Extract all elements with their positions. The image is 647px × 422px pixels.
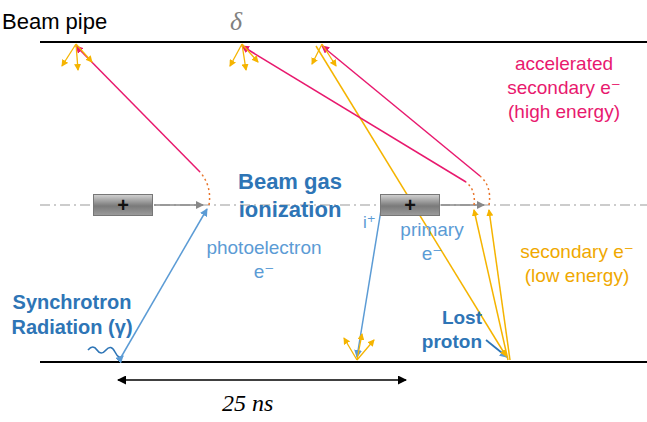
photoelectron-label: photoelectron e⁻ [198,236,330,284]
bunch-spacing-label: 25 ns [222,388,312,418]
bunch-charge: + [404,195,416,215]
primary-electron-label: primary e⁻ [392,218,472,266]
lost-proton-label: Lost proton [414,306,482,354]
delta-ray-symbol: δ [230,6,254,39]
proton-bunch: + [93,194,153,216]
synchrotron-label: Synchrotron Radiation (γ) [2,290,142,340]
secondary-electron-label: secondary e⁻ (low energy) [514,240,640,288]
bunch-charge: + [117,195,129,215]
accelerated-electron-label: accelerated secondary e⁻ (high energy) [498,52,630,123]
ion-label: i⁺ [363,212,381,233]
proton-bunch: + [380,194,440,216]
ionization-label: Beam gas ionization [214,168,366,223]
pipe-label: Beam pipe [2,8,122,36]
